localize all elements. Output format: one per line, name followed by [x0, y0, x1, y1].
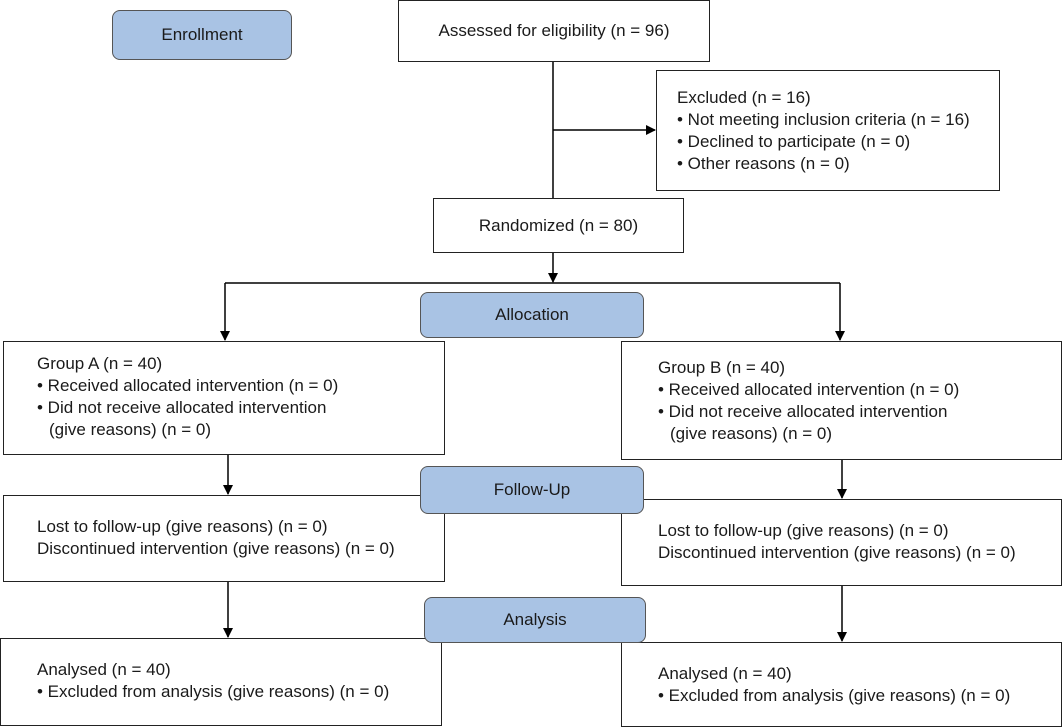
group-a-title: Group A (n = 40)	[37, 354, 163, 373]
group-a-followup-line: Lost to follow-up (give reasons) (n = 0)	[37, 517, 328, 536]
group-a-analysis-line: • Excluded from analysis (give reasons) …	[37, 682, 390, 701]
stage-follow-up: Follow-Up	[420, 466, 644, 514]
group-a-line: • Received allocated intervention (n = 0…	[37, 376, 339, 395]
group-b-followup-line: Lost to follow-up (give reasons) (n = 0)	[658, 521, 949, 540]
group-a-followup-line: Discontinued intervention (give reasons)…	[37, 539, 395, 558]
group-a-followup-box: Lost to follow-up (give reasons) (n = 0)…	[3, 495, 445, 582]
stage-enrollment-label: Enrollment	[161, 25, 243, 44]
randomized-label: Randomized (n = 80)	[478, 215, 639, 235]
group-b-analysis-box: Analysed (n = 40) • Excluded from analys…	[621, 642, 1062, 727]
stage-allocation-label: Allocation	[495, 305, 569, 324]
group-a-line: (give reasons) (n = 0)	[49, 420, 212, 439]
stage-analysis-label: Analysis	[503, 610, 567, 629]
stage-follow-up-label: Follow-Up	[493, 480, 571, 499]
group-b-analysis-title: Analysed (n = 40)	[658, 664, 792, 683]
group-b-line: • Did not receive allocated intervention	[658, 402, 948, 421]
excluded-box: Excluded (n = 16) • Not meeting inclusio…	[656, 70, 1000, 191]
stage-allocation: Allocation	[420, 292, 644, 338]
group-a-analysis-box: Analysed (n = 40) • Excluded from analys…	[0, 638, 442, 726]
stage-enrollment: Enrollment	[112, 10, 292, 60]
group-a-analysis-title: Analysed (n = 40)	[37, 660, 171, 679]
group-b-line: • Received allocated intervention (n = 0…	[658, 380, 960, 399]
excluded-title: Excluded (n = 16)	[677, 88, 811, 107]
randomized-box: Randomized (n = 80)	[433, 198, 684, 253]
excluded-item: • Not meeting inclusion criteria (n = 16…	[677, 110, 970, 129]
stage-analysis: Analysis	[424, 597, 646, 643]
excluded-item: • Other reasons (n = 0)	[677, 154, 850, 173]
group-b-title: Group B (n = 40)	[658, 358, 786, 377]
group-b-followup-line: Discontinued intervention (give reasons)…	[658, 543, 1016, 562]
group-b-allocation-box: Group B (n = 40) • Received allocated in…	[621, 341, 1062, 460]
assessed-box: Assessed for eligibility (n = 96)	[398, 0, 710, 62]
excluded-item: • Declined to participate (n = 0)	[677, 132, 911, 151]
group-a-allocation-box: Group A (n = 40) • Received allocated in…	[3, 341, 445, 455]
group-b-line: (give reasons) (n = 0)	[670, 424, 833, 443]
group-b-followup-box: Lost to follow-up (give reasons) (n = 0)…	[621, 499, 1062, 586]
group-b-analysis-line: • Excluded from analysis (give reasons) …	[658, 686, 1011, 705]
group-a-line: • Did not receive allocated intervention	[37, 398, 327, 417]
assessed-label: Assessed for eligibility (n = 96)	[438, 21, 670, 40]
